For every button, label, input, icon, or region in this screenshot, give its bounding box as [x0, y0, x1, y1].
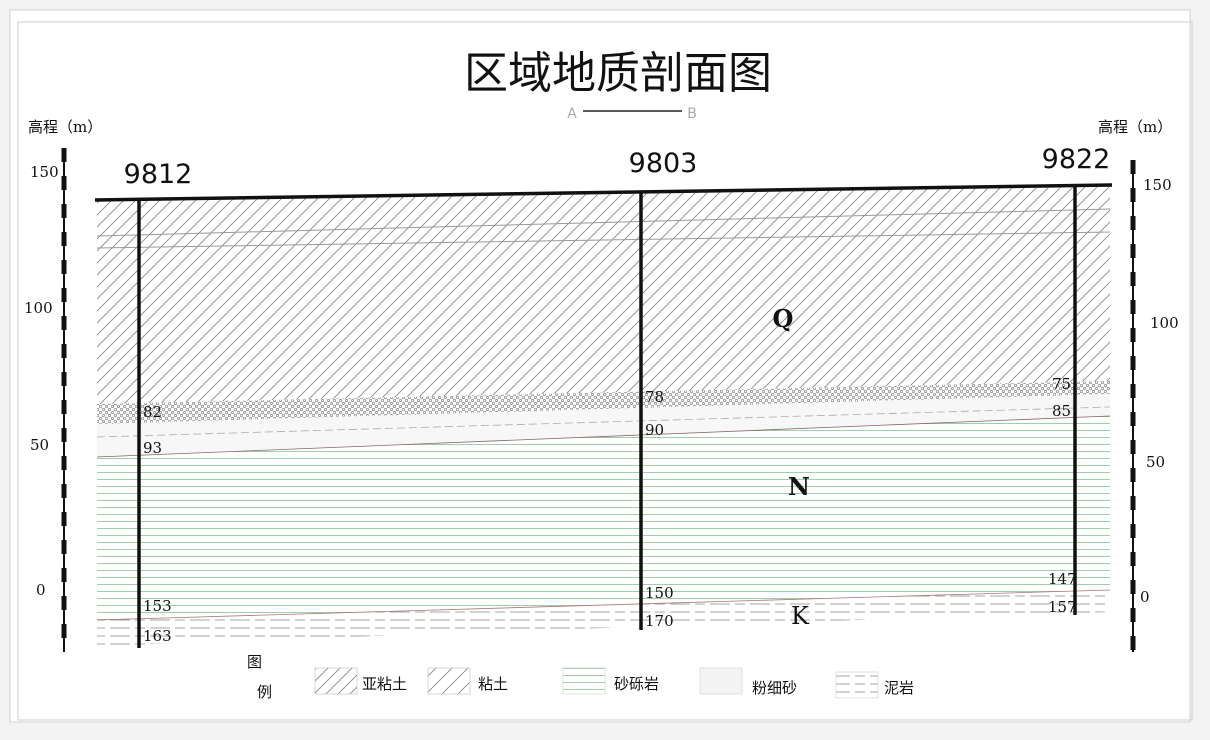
stratum-fine-sand [97, 394, 1110, 457]
legend-title-char-2: 例 [257, 683, 272, 701]
depth-9822-b: 85 [1052, 402, 1071, 420]
depth-9812-c: 153 [143, 597, 172, 615]
diagram-title: 区域地质剖面图 [464, 48, 772, 99]
depth-9812-b: 93 [143, 439, 162, 457]
depth-9822-c: 147 [1048, 570, 1077, 588]
stratum-neogene-conglomerate [97, 416, 1110, 620]
depth-9812-d: 163 [143, 627, 172, 645]
right-axis-label: 高程（m） [1098, 118, 1172, 136]
borehole-id-9822: 9822 [1042, 144, 1111, 175]
legend-label-subclay: 亚粘土 [362, 675, 407, 693]
depth-9803-a: 78 [645, 388, 664, 406]
ground-surface-line [94, 183, 1113, 202]
legend-label-mudstone: 泥岩 [884, 679, 914, 697]
depth-9803-c: 150 [645, 584, 674, 602]
depth-9822-a: 75 [1052, 375, 1071, 393]
stratum-label-q: Q [773, 304, 794, 333]
left-tick-50: 50 [30, 436, 49, 454]
right-tick-100: 100 [1150, 314, 1179, 332]
stratum-quaternary-clay [97, 187, 1110, 404]
legend-label-fine-sand: 粉细砂 [752, 679, 797, 697]
legend-swatch-subclay [314, 667, 358, 695]
stratum-label-k: K [791, 602, 810, 630]
legend-swatch-clay [427, 667, 471, 695]
stratum-cretaceous-mudstone [97, 590, 1110, 646]
legend-label-conglomerate: 砂砾岩 [614, 675, 659, 693]
left-tick-100: 100 [24, 299, 53, 317]
depth-9803-d: 170 [645, 612, 674, 630]
legend-swatch-mudstone [835, 671, 879, 699]
depth-9822-d: 157 [1048, 598, 1077, 616]
right-tick-0: 0 [1140, 588, 1150, 606]
stratum-boundary-upper-b [96, 231, 1111, 249]
section-start-label: A [567, 106, 577, 122]
stratum-gravel-band [97, 381, 1110, 424]
legend-swatch-conglomerate [562, 667, 606, 695]
stratum-boundary-upper-a [96, 208, 1111, 237]
stratum-sand-dash [96, 406, 1111, 438]
depth-9803-b: 90 [645, 421, 664, 439]
right-tick-150: 150 [1143, 176, 1172, 194]
inner-frame [17, 21, 1193, 721]
stratum-boundary-n-k [96, 589, 1111, 621]
depth-9812-a: 82 [143, 403, 162, 421]
left-tick-150: 150 [30, 163, 59, 181]
stratum-boundary-q-n [96, 415, 1111, 458]
legend-label-clay: 粘土 [478, 675, 508, 693]
right-tick-50: 50 [1146, 453, 1165, 471]
legend-swatch-fine-sand [699, 667, 743, 695]
left-tick-0: 0 [36, 581, 46, 599]
left-axis-label: 高程（m） [28, 118, 102, 136]
borehole-id-9803: 9803 [629, 148, 698, 179]
borehole-id-9812: 9812 [124, 159, 193, 190]
section-end-label: B [687, 106, 697, 122]
legend: 图 例 亚粘土 粘土 砂砾岩 粉细砂 泥岩 [247, 653, 914, 701]
legend-title-char-1: 图 [247, 653, 262, 671]
stratum-label-n: N [788, 472, 810, 501]
